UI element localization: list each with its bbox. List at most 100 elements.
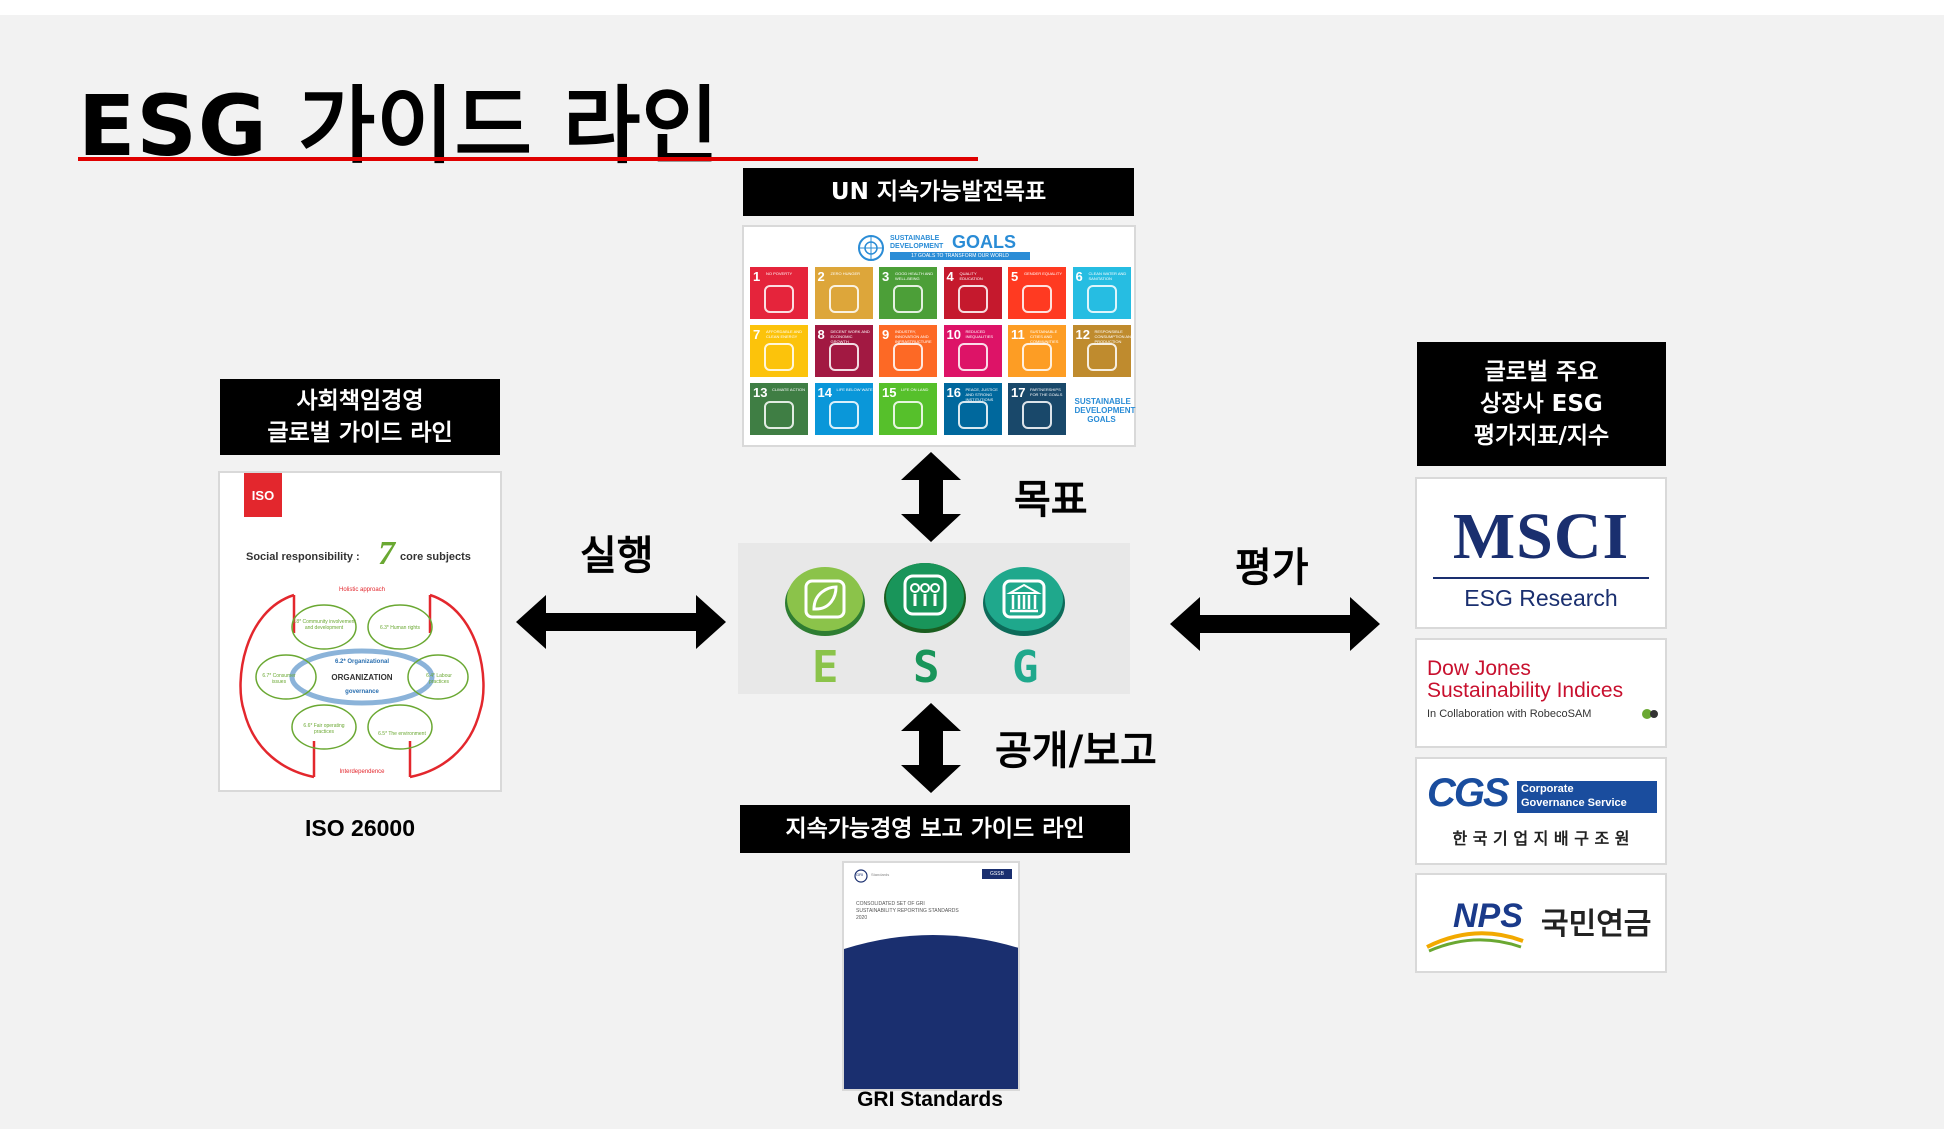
nps-logo-card: NPS 국민연금 (1415, 873, 1667, 973)
sdg-goal-number: 9 (882, 327, 890, 342)
sdg-goal-icon (764, 285, 794, 313)
iso-org-gov-1: 6.2* Organizational (334, 659, 389, 665)
esg-letter-s: S (913, 642, 940, 693)
dj-line2: Sustainability Indices (1427, 679, 1624, 702)
sdg-goal-number: 17 (1011, 385, 1026, 400)
msci-name: MSCI (1452, 500, 1630, 573)
iso-label-line2: 글로벌 가이드 라인 (267, 420, 453, 446)
gri-logo: GRI (856, 872, 864, 877)
iso-heading-suffix: core subjects (400, 551, 471, 563)
iso-label-line1: 사회책임경영 (296, 388, 424, 414)
sdg-goal-icon (893, 285, 923, 313)
sdg-goal-icon (828, 285, 859, 313)
robecosam-dot-icon (1642, 709, 1658, 719)
goal-label: 목표 (1014, 477, 1088, 523)
sdg-goal-number: 11 (1011, 327, 1025, 342)
sdg-goal-icon (957, 401, 988, 429)
gri-logo-sub: Standards (871, 872, 890, 877)
sdg-goal-title: REDUCED INEQUALITIES (965, 329, 994, 339)
sdg-goal-title: CLIMATE ACTION (772, 387, 806, 392)
nps-logo: NPS (1453, 897, 1523, 935)
gri-badge: GSSB (982, 869, 1012, 879)
sdg-goal-icon (893, 343, 923, 371)
iso-subject-labour: 6.4* Labour practices (426, 673, 452, 685)
nps-swoosh-icon (1426, 931, 1524, 953)
cgs-logo: CGS (1427, 771, 1510, 815)
dow-jones-logo-card: Dow Jones Sustainability Indices In Coll… (1415, 638, 1667, 748)
nps-korean: 국민연금 (1541, 907, 1652, 942)
iso-center: ORGANIZATION (331, 673, 393, 682)
environment-leaf-icon (785, 567, 865, 636)
sdg-goal-number: 10 (946, 327, 961, 342)
msci-sub: ESG Research (1464, 585, 1618, 611)
sdg-goals-image: SUSTAINABLE DEVELOPMENT GOALS 17 GOALS T… (742, 225, 1136, 447)
iso-interdependence: Interdependence (339, 769, 385, 775)
sdg-goal-icon (764, 343, 794, 371)
iso-subject-community: 6.8* Community involvement and developme… (292, 619, 356, 631)
sdg-logo-tile-text: SUSTAINABLE DEVELOPMENT GOALS (1074, 397, 1136, 424)
sdg-goal-title: CLEAN WATER AND SANITATION (1088, 271, 1127, 281)
execute-double-arrow-icon (516, 595, 726, 649)
sdg-goal-title: GOOD HEALTH AND WELL-BEING (895, 271, 934, 281)
sdg-goal-3: 3 GOOD HEALTH AND WELL-BEING (879, 267, 937, 319)
disclose-double-arrow-icon (901, 703, 961, 793)
gri-caption: GRI Standards (857, 1088, 1003, 1111)
cgs-text2: Governance Service (1521, 797, 1627, 809)
un-emblem-icon (858, 235, 884, 261)
sdg-goal-number: 5 (1011, 269, 1019, 284)
dj-line3: In Collaboration with RobecoSAM (1427, 708, 1592, 720)
sdg-goal-icon (957, 343, 988, 371)
sdg-goal-icon (1022, 401, 1052, 429)
iso-label: 사회책임경영 글로벌 가이드 라인 (220, 379, 500, 455)
sdg-goal-title: PEACE, JUSTICE AND STRONG INSTITUTIONS (965, 387, 998, 402)
dj-line1: Dow Jones (1427, 657, 1531, 680)
esg-icons-panel: E S G (738, 543, 1130, 694)
gri-doc-year: 2020 (856, 915, 868, 921)
sdg-goal-number: 2 (817, 269, 825, 284)
sdg-goal-11: 11 SUSTAINABLE CITIES AND COMMUNITIES (1008, 325, 1066, 377)
sdg-goal-icon (1086, 285, 1117, 313)
sdg-goal-number: 12 (1075, 327, 1090, 342)
iso-subject-consumer: 6.7* Consumer issues (262, 673, 296, 685)
iso-subject-fair: 6.6* Fair operating practices (303, 723, 345, 735)
iso-org-gov-2: governance (345, 689, 379, 695)
disclose-label: 공개/보고 (995, 728, 1157, 774)
iso-core-subjects-diagram (239, 593, 485, 779)
governance-building-icon (983, 567, 1065, 636)
sdg-goal-number: 16 (946, 385, 961, 400)
sdg-goal-4: 4 QUALITY EDUCATION (943, 267, 1002, 319)
sdg-goal-icon (764, 401, 794, 429)
ratings-label-line3: 평가지표/지수 (1473, 423, 1610, 449)
sdg-goal-title: QUALITY EDUCATION (959, 271, 983, 281)
title-underline (78, 157, 978, 161)
page-title: ESG 가이드 라인 (78, 77, 720, 175)
sdg-goal-title: LIFE ON LAND (901, 387, 929, 392)
iso-subject-human-rights: 6.3* Human rights (379, 625, 421, 631)
sdg-goal-title: NO POVERTY (766, 271, 793, 276)
sdg-goal-number: 4 (946, 269, 954, 284)
sdg-goal-icon (828, 401, 859, 429)
sdg-goal-number: 1 (753, 269, 761, 284)
sdg-logo-goals: GOALS (952, 232, 1017, 252)
goal-double-arrow-icon (901, 452, 961, 542)
sdg-goal-number: 3 (882, 269, 890, 284)
sdg-goal-number: 14 (817, 385, 832, 400)
gri-logo-icon (854, 869, 868, 883)
sdg-logo-line2: 17 GOALS TO TRANSFORM OUR WORLD (890, 252, 1030, 260)
ratings-label-line1: 글로벌 주요 (1484, 359, 1599, 385)
sdg-goal-title: GENDER EQUALITY (1024, 271, 1063, 276)
sdg-goal-title: ZERO HUNGER (830, 271, 861, 276)
iso-caption: ISO 26000 (305, 815, 415, 841)
cgs-korean: 한 국 기 업 지 배 구 조 원 (1452, 829, 1630, 848)
gri-doc-title-1: CONSOLIDATED SET OF GRI (856, 901, 925, 907)
cgs-text1: Corporate (1521, 783, 1574, 795)
sdg-goal-1: 1 NO POVERTY (750, 267, 808, 319)
sdg-goal-title: SUSTAINABLE CITIES AND COMMUNITIES (1030, 329, 1059, 344)
iso-26000-image: ISO Social responsibility : 7 core subje… (218, 471, 502, 792)
